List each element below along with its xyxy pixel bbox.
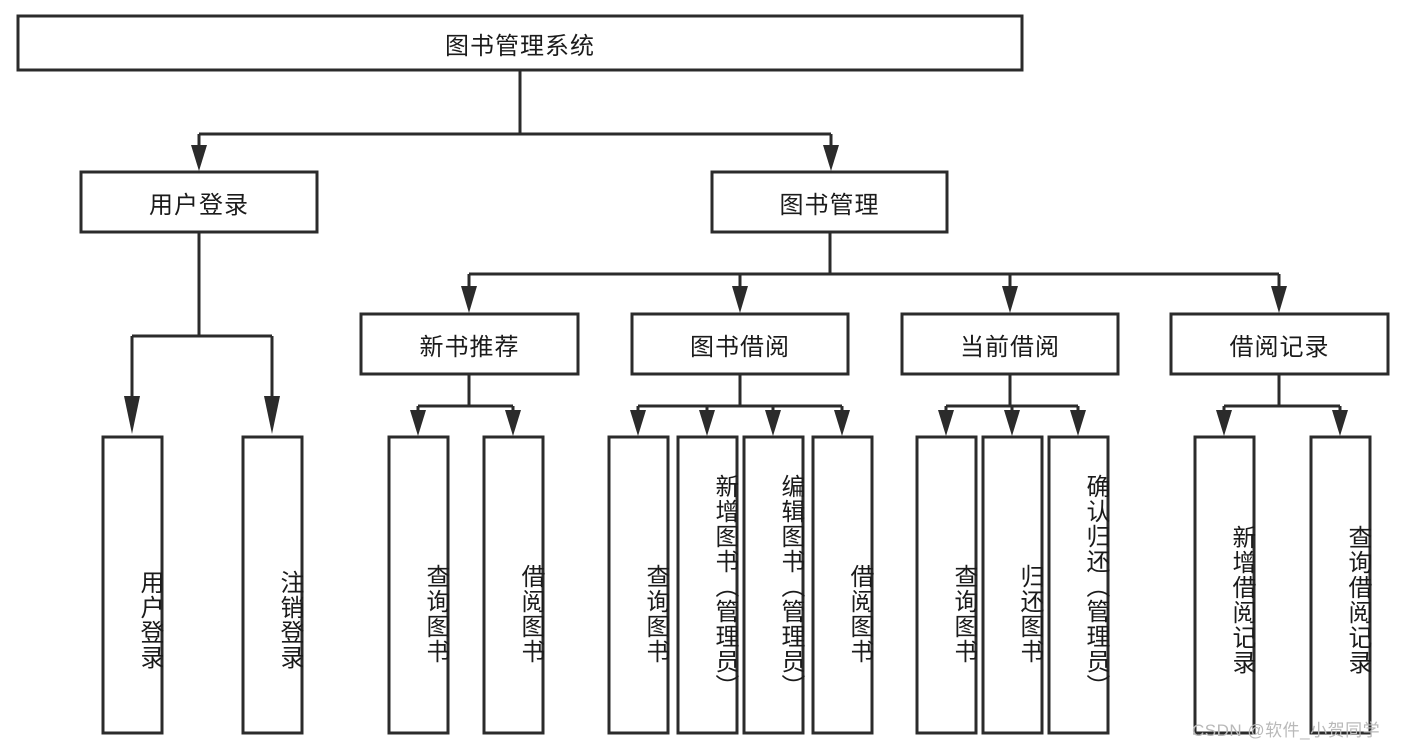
- arrow-icon-borrow-record-leaf-1: [1216, 410, 1232, 436]
- arrow-icon-to-book-manage: [823, 145, 839, 171]
- node-box-leaf-borrow-book-1[interactable]: [482, 435, 545, 735]
- arrow-icon-user-login-leaf-2: [264, 396, 280, 434]
- node-box-borrow-record[interactable]: [1169, 312, 1390, 376]
- node-box-new-book-recommend[interactable]: [359, 312, 580, 376]
- node-box-leaf-confirm-return-admin[interactable]: [1047, 435, 1110, 735]
- node-box-leaf-user-login[interactable]: [101, 435, 164, 735]
- node-box-leaf-add-book-admin[interactable]: [676, 435, 739, 735]
- arrow-icon-to-current-borrow: [1002, 286, 1018, 313]
- node-box-root[interactable]: [16, 14, 1024, 72]
- arrow-icon-current-borrow-leaf-1: [938, 410, 954, 436]
- node-box-leaf-return-book[interactable]: [981, 435, 1044, 735]
- arrow-icon-to-borrow-record: [1271, 286, 1287, 313]
- node-box-leaf-query-book-1[interactable]: [387, 435, 450, 735]
- node-box-leaf-add-borrow-record[interactable]: [1193, 435, 1256, 735]
- node-box-leaf-edit-book-admin[interactable]: [742, 435, 805, 735]
- arrow-icon-to-new-book: [461, 286, 477, 313]
- arrow-icon-book-borrow-leaf-4: [834, 410, 850, 436]
- arrow-icon-new-book-leaf-1: [410, 410, 426, 436]
- node-box-leaf-query-book-2[interactable]: [607, 435, 670, 735]
- arrow-icon-book-borrow-leaf-2: [699, 410, 715, 436]
- arrow-icon-book-borrow-leaf-3: [765, 410, 781, 436]
- arrow-icon-current-borrow-leaf-2: [1004, 410, 1020, 436]
- arrow-icon-current-borrow-leaf-3: [1070, 410, 1086, 436]
- arrow-icon-new-book-leaf-2: [505, 410, 521, 436]
- arrow-icon-book-borrow-leaf-1: [630, 410, 646, 436]
- node-box-current-borrow[interactable]: [900, 312, 1120, 376]
- node-box-leaf-borrow-book-2[interactable]: [811, 435, 874, 735]
- node-box-leaf-query-book-3[interactable]: [915, 435, 978, 735]
- arrow-icon-to-book-borrow: [732, 286, 748, 313]
- node-box-leaf-query-borrow-record[interactable]: [1309, 435, 1372, 735]
- arrow-icon-user-login-leaf-1: [124, 396, 140, 434]
- node-box-leaf-logout[interactable]: [241, 435, 304, 735]
- arrow-icon-borrow-record-leaf-2: [1332, 410, 1348, 436]
- node-box-book-borrow[interactable]: [630, 312, 850, 376]
- node-box-user-login[interactable]: [79, 170, 319, 234]
- arrow-icon-to-user-login: [191, 145, 207, 171]
- node-box-book-manage[interactable]: [710, 170, 949, 234]
- csdn-watermark: CSDN @软件_小贺同学: [1192, 721, 1381, 740]
